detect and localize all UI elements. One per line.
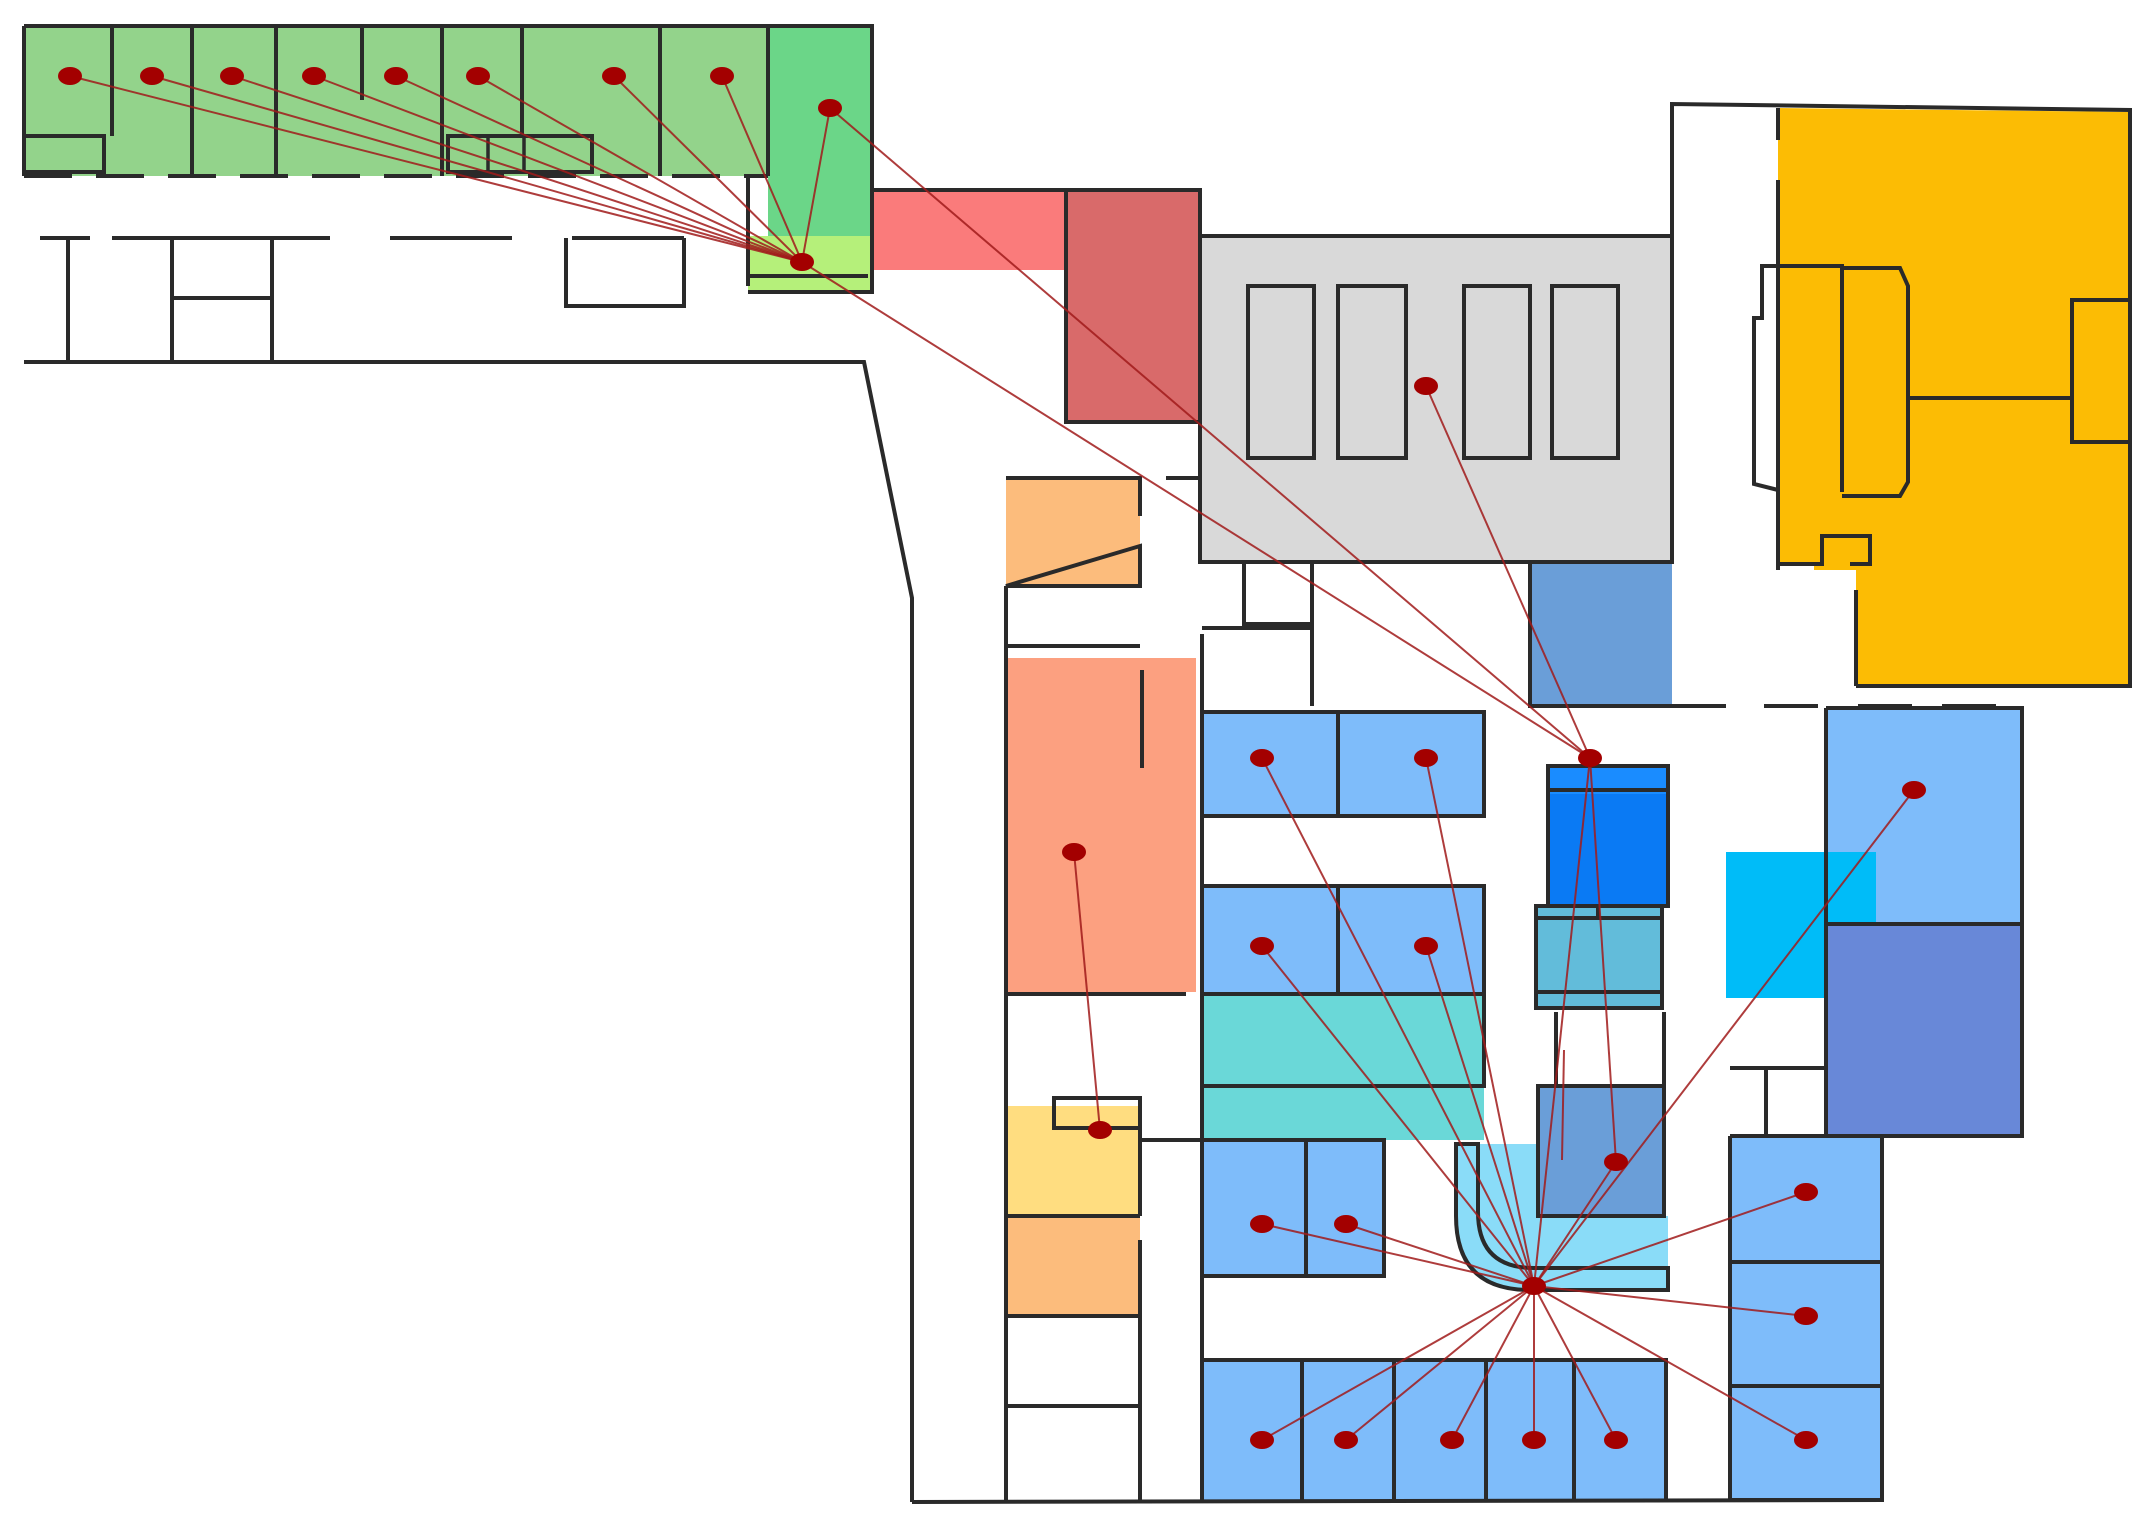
node-office-s1 — [1250, 1431, 1274, 1449]
nodes — [58, 67, 1926, 1449]
office-s5 — [1574, 1360, 1666, 1500]
connections — [69, 75, 1915, 1441]
node-grey-hall — [1414, 377, 1438, 395]
node-office-s2 — [1334, 1431, 1358, 1449]
office-s2 — [1302, 1360, 1394, 1500]
corridor-red-zone — [872, 192, 1068, 270]
orange-room-south — [1006, 1216, 1140, 1316]
node-wing-8 — [710, 67, 734, 85]
node-steel-room-lower — [1604, 1153, 1628, 1171]
node-office-b2 — [1414, 749, 1438, 767]
node-wing-6 — [466, 67, 490, 85]
node-office-s4 — [1522, 1431, 1546, 1449]
office-s3 — [1394, 1360, 1486, 1500]
node-south-hub — [1522, 1277, 1546, 1295]
node-central-hub — [1578, 749, 1602, 767]
wing-room-2 — [112, 26, 192, 176]
office-b2 — [1338, 712, 1484, 816]
wing-room-4 — [276, 26, 362, 176]
steel-blue-room — [1530, 562, 1672, 706]
office-s4 — [1486, 1360, 1574, 1500]
node-yellow-room — [1088, 1121, 1112, 1139]
slate-blue-room — [1826, 924, 2022, 1136]
office-b5 — [1202, 1142, 1306, 1276]
wing-room-6 — [442, 26, 522, 176]
node-wing-4 — [302, 67, 326, 85]
red-room — [1064, 192, 1200, 422]
node-office-e1 — [1902, 781, 1926, 799]
node-office-s5 — [1604, 1431, 1628, 1449]
room-fills — [24, 26, 2130, 1502]
wing-room-1 — [24, 26, 112, 176]
grey-hall — [1200, 236, 1672, 562]
yellow-room — [1006, 1106, 1140, 1216]
office-b4 — [1338, 886, 1484, 994]
wing-room-5 — [362, 26, 442, 176]
orange-room-north — [1006, 480, 1140, 586]
teal-room — [1202, 994, 1484, 1140]
steel-room-lower — [1538, 1086, 1664, 1216]
node-wing-9 — [818, 99, 842, 117]
wing-room-3 — [192, 26, 276, 176]
walls — [22, 24, 2132, 1504]
node-office-b5 — [1250, 1215, 1274, 1233]
node-office-b4 — [1414, 937, 1438, 955]
node-office-e4 — [1794, 1431, 1818, 1449]
wing-hub-room — [768, 26, 872, 236]
node-office-b6 — [1334, 1215, 1358, 1233]
node-wing-7 — [602, 67, 626, 85]
wing-room-8 — [660, 26, 768, 176]
node-wing-2 — [140, 67, 164, 85]
node-wing-3 — [220, 67, 244, 85]
node-office-e3 — [1794, 1307, 1818, 1325]
node-wing-5 — [384, 67, 408, 85]
node-office-b1 — [1250, 749, 1274, 767]
node-wing-1 — [58, 67, 82, 85]
office-s1 — [1202, 1360, 1302, 1500]
node-office-e2 — [1794, 1183, 1818, 1201]
salmon-room — [1006, 658, 1196, 992]
office-b6 — [1306, 1142, 1384, 1276]
node-office-s3 — [1440, 1431, 1464, 1449]
node-north-wing-hub — [790, 253, 814, 271]
node-office-b3 — [1250, 937, 1274, 955]
node-salmon-room — [1062, 843, 1086, 861]
